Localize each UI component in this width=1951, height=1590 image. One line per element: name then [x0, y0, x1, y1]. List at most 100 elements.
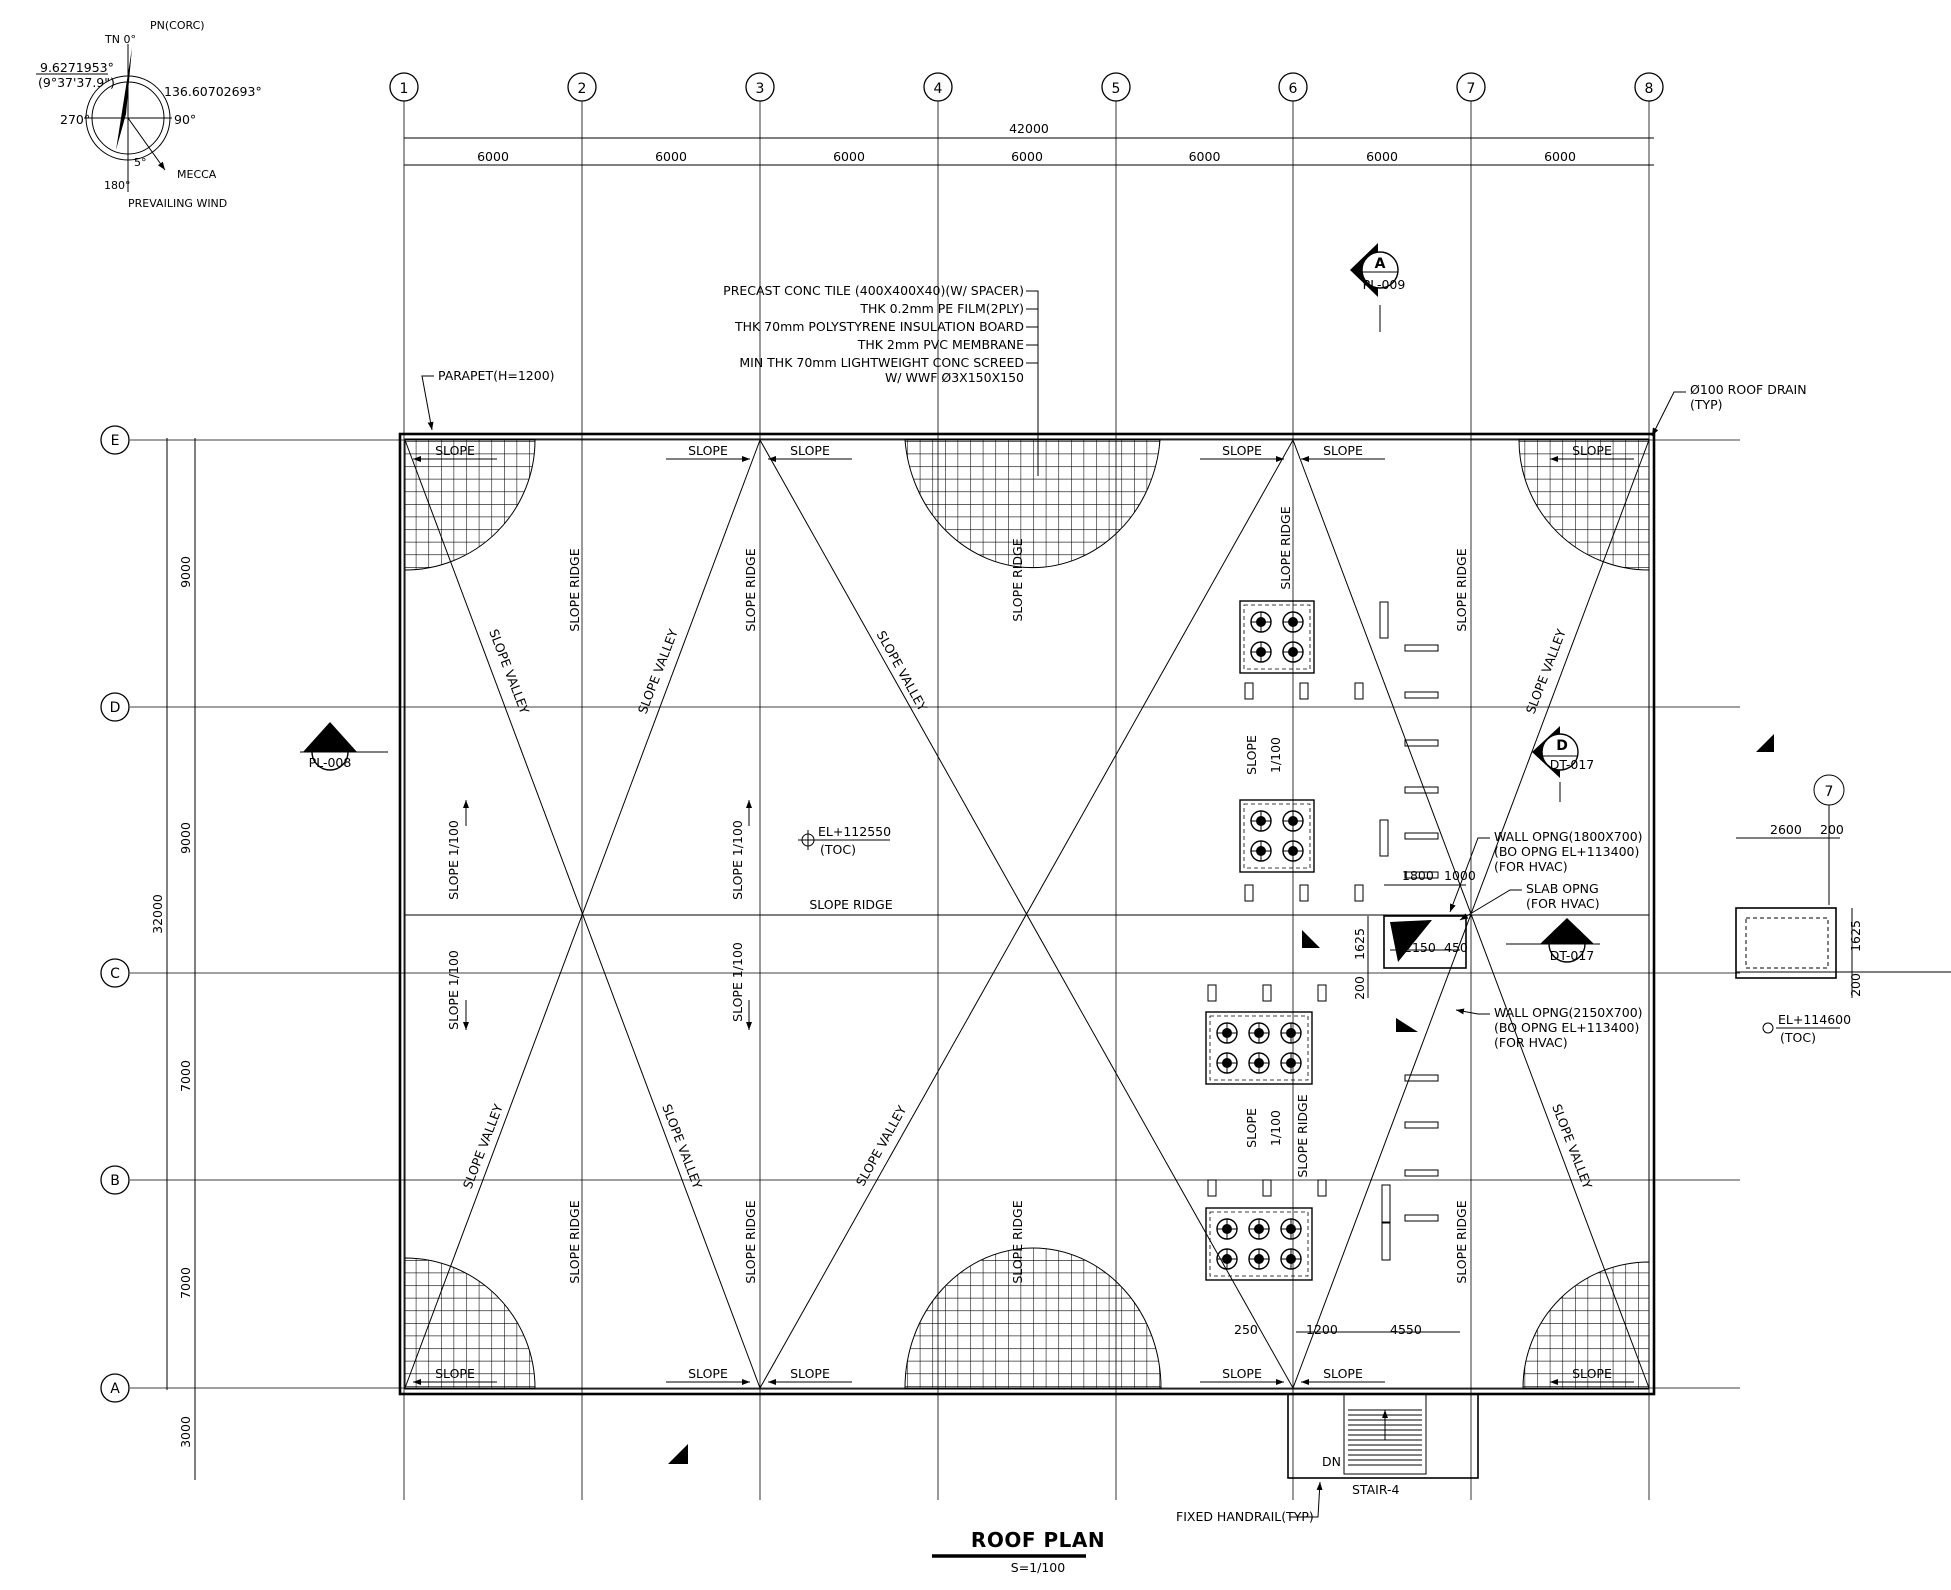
roof-layer-4: THK 2mm PVC MEMBRANE	[857, 337, 1024, 352]
slope-valley-6: SLOPE VALLEY	[659, 1102, 705, 1191]
dim-bay-4: 6000	[1011, 149, 1043, 164]
stair-dn: DN	[1322, 1454, 1341, 1469]
sec-a-left-letter: A	[325, 737, 336, 753]
slope-ratio-2: 1/100	[1268, 1110, 1283, 1146]
slope-ratio-1: 1/100	[1268, 737, 1283, 773]
edge-slope-arrows: SLOPE SLOPE SLOPE SLOPE SLOPE SLOPE SLOPE SLOPE…	[413, 443, 1634, 1385]
slope-valley-8: SLOPE VALLEY	[1549, 1102, 1595, 1191]
dim-1800: 1800	[1402, 868, 1434, 883]
sec-d-ref: DT-017	[1550, 757, 1594, 772]
slope-ridge-2: SLOPE RIDGE	[743, 548, 758, 631]
grid-col-label-3: 3	[756, 81, 765, 97]
mecca-arrow-icon	[127, 117, 166, 171]
roof-layer-6: W/ WWF Ø3X150X150	[885, 370, 1024, 385]
slope-pct-3: SLOPE 1/100	[730, 820, 745, 900]
side-dim-200b: 200	[1848, 973, 1863, 997]
grid-bubble-col-7	[1456, 72, 1486, 102]
edge-slope-8: SLOPE	[688, 1366, 728, 1381]
title-scale: S=1/100	[1011, 1560, 1065, 1575]
edge-slope-2: SLOPE	[688, 443, 728, 458]
compass-mecca: MECCA	[177, 168, 217, 181]
slope-valley-7: SLOPE VALLEY	[853, 1103, 910, 1189]
edge-slope-11: SLOPE	[1323, 1366, 1363, 1381]
dim-250: 250	[1234, 1322, 1258, 1337]
parapet-note: PARAPET(H=1200)	[438, 368, 555, 383]
sec-c-letter: C	[1563, 928, 1573, 944]
side-dim-200: 200	[1820, 822, 1844, 837]
hatched-drain-areas	[404, 439, 1650, 1389]
section-mark-d: D DT-017	[1532, 726, 1594, 802]
side-detail-grid: 7	[1825, 784, 1834, 800]
grid-lines	[130, 100, 1740, 1500]
edge-slope-12: SLOPE	[1572, 1366, 1612, 1381]
stair-4: DN STAIR-4 FIXED HANDRAIL(TYP) 250 1200 …	[1176, 1322, 1479, 1524]
sec-a-left-ref: PL-008	[309, 755, 352, 770]
el-side-sub: (TOC)	[1780, 1030, 1816, 1045]
slope-valley-1: SLOPE VALLEY	[486, 627, 532, 716]
elevation-marker-main: EL+112550 (TOC)	[798, 824, 891, 857]
dim-450: 450	[1444, 940, 1468, 955]
dim-overall-width: 42000	[1009, 121, 1049, 136]
grid-col-label-5: 5	[1112, 81, 1121, 97]
hvac-equipment	[1205, 600, 1439, 1281]
compass-180: 180°	[104, 179, 131, 192]
slab-opng-a: SLAB OPNG	[1526, 881, 1599, 896]
slope-pct-1: SLOPE 1/100	[446, 820, 461, 900]
el-main-value: EL+112550	[818, 824, 891, 839]
dim-200: 200	[1352, 976, 1367, 1000]
wall-opng1-c: (FOR HVAC)	[1494, 859, 1568, 874]
slope-ridge-8: SLOPE RIDGE	[1010, 1200, 1025, 1283]
handrail-note: FIXED HANDRAIL(TYP)	[1176, 1509, 1314, 1524]
dim-bay-cb: 7000	[178, 1060, 193, 1092]
hvac-unit-4	[1205, 1207, 1313, 1281]
slope-ridge-4: SLOPE RIDGE	[1278, 506, 1293, 589]
compass-angle-dms: (9°37'37.9")	[38, 75, 115, 90]
sec-a-top-ref: PL-009	[1363, 277, 1406, 292]
dim-bay-5: 6000	[1189, 149, 1221, 164]
el-side-value: EL+114600	[1778, 1012, 1851, 1027]
slope-pct-2: SLOPE 1/100	[446, 950, 461, 1030]
compass-mecca-angle: 136.60702693°	[164, 84, 262, 99]
edge-slope-3: SLOPE	[790, 443, 830, 458]
sec-d-letter: D	[1556, 738, 1568, 754]
dim-bay-3: 6000	[833, 149, 865, 164]
compass-90: 90°	[174, 112, 196, 127]
side-dim-1625: 1625	[1848, 920, 1863, 952]
slope-ridge-6: SLOPE RIDGE	[567, 1200, 582, 1283]
roof-layer-5: MIN THK 70mm LIGHTWEIGHT CONC SCREED	[739, 355, 1024, 370]
roof-drain-note: Ø100 ROOF DRAIN	[1690, 382, 1807, 397]
grid-bubble-col-1	[389, 72, 419, 102]
section-mark-a-left: A PL-008	[300, 722, 388, 771]
hvac-openings: 2150 450 1800 1000 1625 200 WALL OPNG(18…	[1352, 829, 1643, 1050]
grid-col-label-7: 7	[1467, 81, 1476, 97]
wall-opng2-b: (BO OPNG EL+113400)	[1494, 1020, 1639, 1035]
slope-valley-3: SLOPE VALLEY	[874, 628, 931, 714]
grid-col-label-4: 4	[934, 81, 943, 97]
roof-drain-typ: (TYP)	[1690, 397, 1723, 412]
slope-pct-4: SLOPE 1/100	[730, 942, 745, 1022]
grid-bubble-row-B	[100, 1165, 130, 1195]
sec-a-top-letter: A	[1375, 256, 1386, 272]
dim-2150: 2150	[1404, 940, 1436, 955]
edge-slope-7: SLOPE	[435, 1366, 475, 1381]
slab-opng-b: (FOR HVAC)	[1526, 896, 1600, 911]
section-mark-c: C DT-017	[1506, 918, 1600, 963]
dim-bay-1: 6000	[477, 149, 509, 164]
slope-lines	[404, 439, 1650, 1389]
stair-label: STAIR-4	[1352, 1482, 1400, 1497]
edge-slope-5: SLOPE	[1323, 443, 1363, 458]
compass-pn: PN(CORC)	[150, 19, 205, 32]
slope-ridge-7: SLOPE RIDGE	[743, 1200, 758, 1283]
dim-bay-a-edge: 3000	[178, 1416, 193, 1448]
slope-ridge-3: SLOPE RIDGE	[1010, 538, 1025, 621]
slope-valley-2: SLOPE VALLEY	[635, 627, 681, 716]
callouts: PARAPET(H=1200) Ø100 ROOF DRAIN (TYP)	[421, 368, 1807, 437]
dim-bay-ba: 7000	[178, 1267, 193, 1299]
side-dim-2600: 2600	[1770, 822, 1802, 837]
hvac-unit-3	[1205, 1011, 1313, 1085]
dim-bay-ed: 9000	[178, 556, 193, 588]
roof-layer-notes: PRECAST CONC TILE (400X400X40)(W/ SPACER…	[723, 283, 1039, 476]
slope-ridge-1: SLOPE RIDGE	[567, 548, 582, 631]
edge-slope-6: SLOPE	[1572, 443, 1612, 458]
